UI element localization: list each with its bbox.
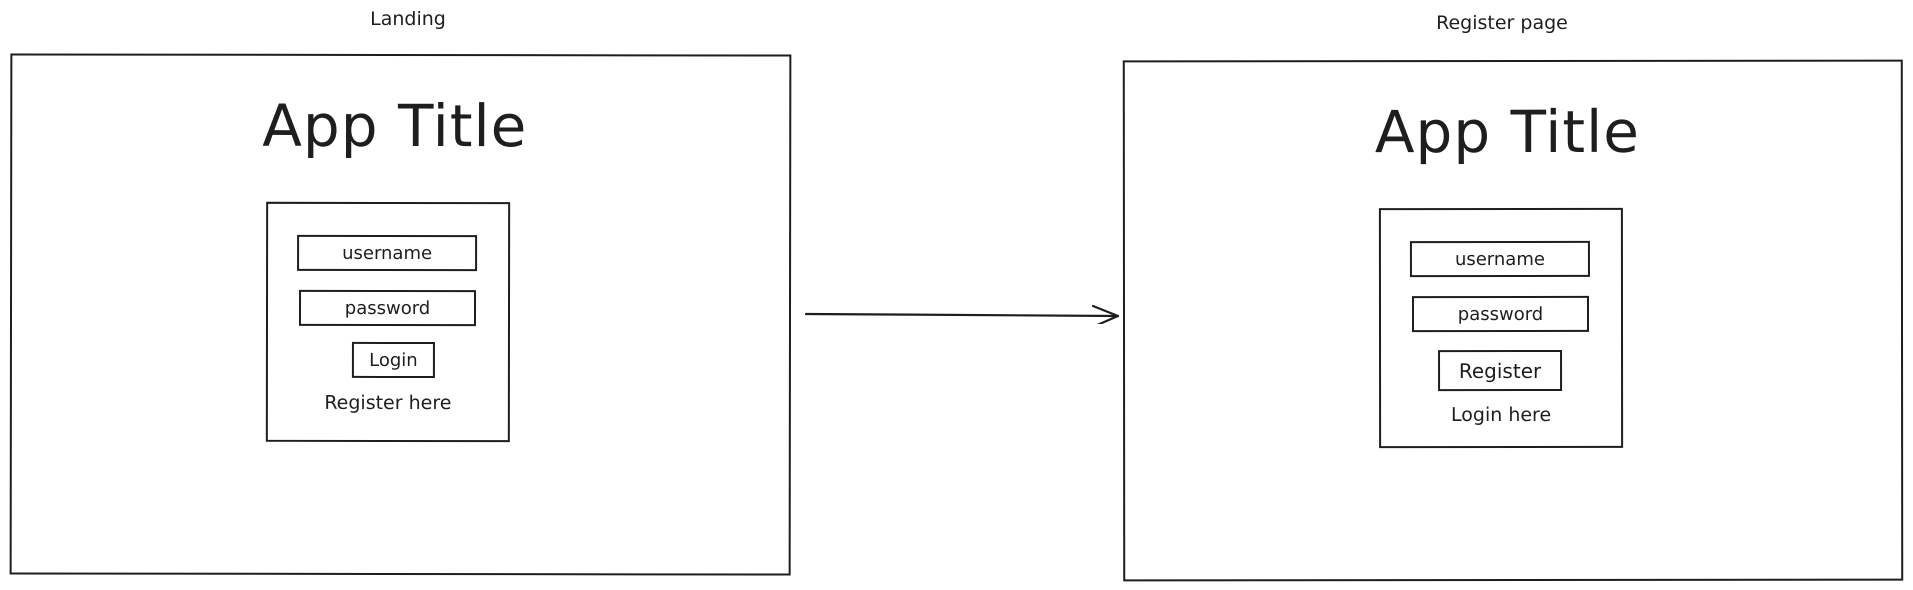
login-button[interactable]: Login bbox=[351, 341, 435, 379]
login-here-link[interactable]: Login here bbox=[1451, 403, 1552, 427]
landing-app-title: App Title bbox=[262, 91, 528, 161]
navigation-arrow-icon bbox=[804, 304, 1120, 324]
register-screen-frame: App Title username password Register Log… bbox=[1122, 59, 1904, 582]
password-field[interactable]: password bbox=[1411, 295, 1590, 333]
register-button[interactable]: Register bbox=[1438, 349, 1563, 392]
login-form-card: username password Login Register here bbox=[265, 201, 511, 443]
register-app-title: App Title bbox=[1374, 97, 1640, 167]
register-here-link[interactable]: Register here bbox=[324, 391, 452, 415]
register-page-caption: Register page bbox=[1436, 12, 1568, 34]
landing-caption: Landing bbox=[370, 8, 446, 30]
register-form-card: username password Register Login here bbox=[1378, 207, 1624, 449]
password-field[interactable]: password bbox=[298, 289, 477, 327]
username-field[interactable]: username bbox=[1409, 240, 1590, 278]
username-field[interactable]: username bbox=[297, 234, 478, 272]
landing-screen-frame: App Title username password Login Regist… bbox=[9, 53, 792, 576]
